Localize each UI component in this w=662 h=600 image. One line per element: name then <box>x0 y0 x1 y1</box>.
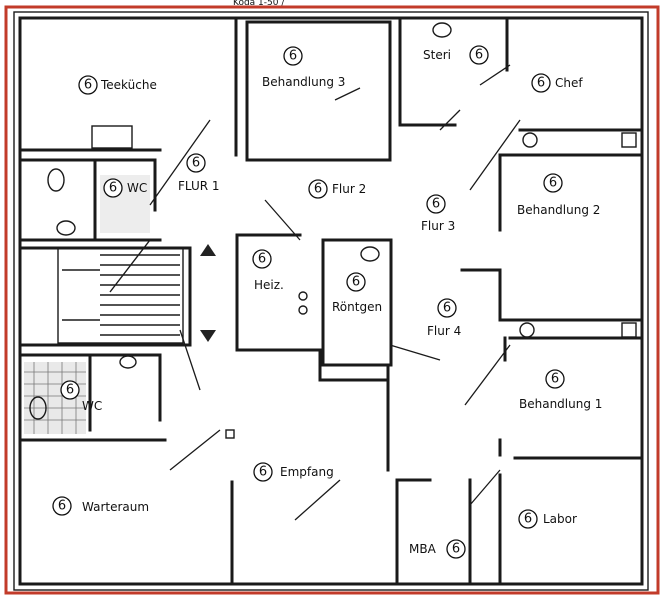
room-name: Teeküche <box>100 78 157 92</box>
room-empfang: 6 Empfang <box>253 462 334 482</box>
room-number-badge <box>346 272 366 292</box>
room-name: Steri <box>423 48 451 62</box>
toilet-icon <box>47 168 65 192</box>
room-number: 6 <box>352 275 360 290</box>
sink-icon <box>360 246 380 262</box>
room-number-badge <box>283 46 303 66</box>
stove-icon <box>91 125 133 149</box>
room-name: Empfang <box>280 465 334 479</box>
header-text: Koda 1-50 / <box>233 0 285 8</box>
room-name: WC <box>82 399 102 413</box>
up-arrow-icon <box>200 244 216 256</box>
fixtures <box>29 22 637 439</box>
room-warteraum: 6 Warteraum <box>52 496 149 516</box>
plan-border <box>4 5 660 595</box>
room-number: 6 <box>66 383 74 398</box>
room-number-badge <box>186 153 206 173</box>
room-name: Behandlung 3 <box>262 75 345 89</box>
sink-icon <box>119 355 137 369</box>
room-number: 6 <box>259 465 267 480</box>
room-steri: 6 Steri <box>423 45 489 65</box>
sink-icon <box>56 220 76 236</box>
room-number-badge <box>543 173 563 193</box>
room-number-badge <box>446 539 466 559</box>
stair-treads <box>62 239 216 342</box>
room-name: Behandlung 1 <box>519 397 602 411</box>
behandlung-3-box <box>245 20 392 162</box>
room-number: 6 <box>109 181 117 196</box>
room-name: Flur 3 <box>421 219 455 233</box>
room-number: 6 <box>524 512 532 527</box>
sink-icon <box>519 322 535 338</box>
room-name: MBA <box>409 542 437 556</box>
toilet-icon <box>29 396 47 420</box>
room-number: 6 <box>84 78 92 93</box>
room-name: Chef <box>555 76 583 90</box>
room-name: Labor <box>543 512 577 526</box>
room-labor: 6 Labor <box>518 509 577 529</box>
room-name: Warteraum <box>82 500 149 514</box>
room-number-badge <box>308 179 328 199</box>
outer-walls <box>13 11 649 591</box>
interior-walls <box>18 16 644 586</box>
room-number: 6 <box>314 182 322 197</box>
room-mba: 6 MBA <box>409 539 466 559</box>
room-number: 6 <box>549 176 557 191</box>
room-number-badge <box>531 73 551 93</box>
room-number-badge <box>78 75 98 95</box>
room-number: 6 <box>258 252 266 267</box>
room-name: WC <box>127 181 147 195</box>
room-number: 6 <box>192 156 200 171</box>
room-wc_top: 6 WC <box>103 178 147 198</box>
room-number: 6 <box>475 48 483 63</box>
room-number-badge <box>103 178 123 198</box>
down-arrow-icon <box>200 330 216 342</box>
room-wc_bottom: 6WC <box>60 380 102 413</box>
room-number: 6 <box>537 76 545 91</box>
room-number-badge <box>437 298 457 318</box>
room-name: Heiz. <box>254 278 284 292</box>
room-number-badge <box>518 509 538 529</box>
cabinet-icon <box>621 132 637 148</box>
room-number: 6 <box>551 372 559 387</box>
room-chef: 6 Chef <box>531 73 583 93</box>
room-name: Behandlung 2 <box>517 203 600 217</box>
room-number: 6 <box>443 301 451 316</box>
room-number-badge <box>545 369 565 389</box>
room-number: 6 <box>58 499 66 514</box>
room-number: 6 <box>432 197 440 212</box>
room-number-badge <box>60 380 80 400</box>
room-number: 6 <box>289 49 297 64</box>
doors <box>149 64 521 521</box>
room-name: Flur 4 <box>427 324 461 338</box>
room-number-badge <box>253 462 273 482</box>
room-number-badge <box>469 45 489 65</box>
room-number-badge <box>252 249 272 269</box>
column-icon <box>225 429 235 439</box>
room-name: Flur 2 <box>332 182 366 196</box>
room-name: FLUR 1 <box>178 179 220 193</box>
room-flur2: 6 Flur 2 <box>308 179 366 199</box>
sink-icon <box>522 132 538 148</box>
room-name: Röntgen <box>332 300 382 314</box>
sink-icon <box>432 22 452 38</box>
room-teekueche: 6 Teeküche <box>78 75 157 95</box>
room-number: 6 <box>452 542 460 557</box>
room-number-badge <box>426 194 446 214</box>
roentgen-box <box>321 238 393 367</box>
room-number-badge <box>52 496 72 516</box>
cabinet-icon <box>621 322 637 338</box>
